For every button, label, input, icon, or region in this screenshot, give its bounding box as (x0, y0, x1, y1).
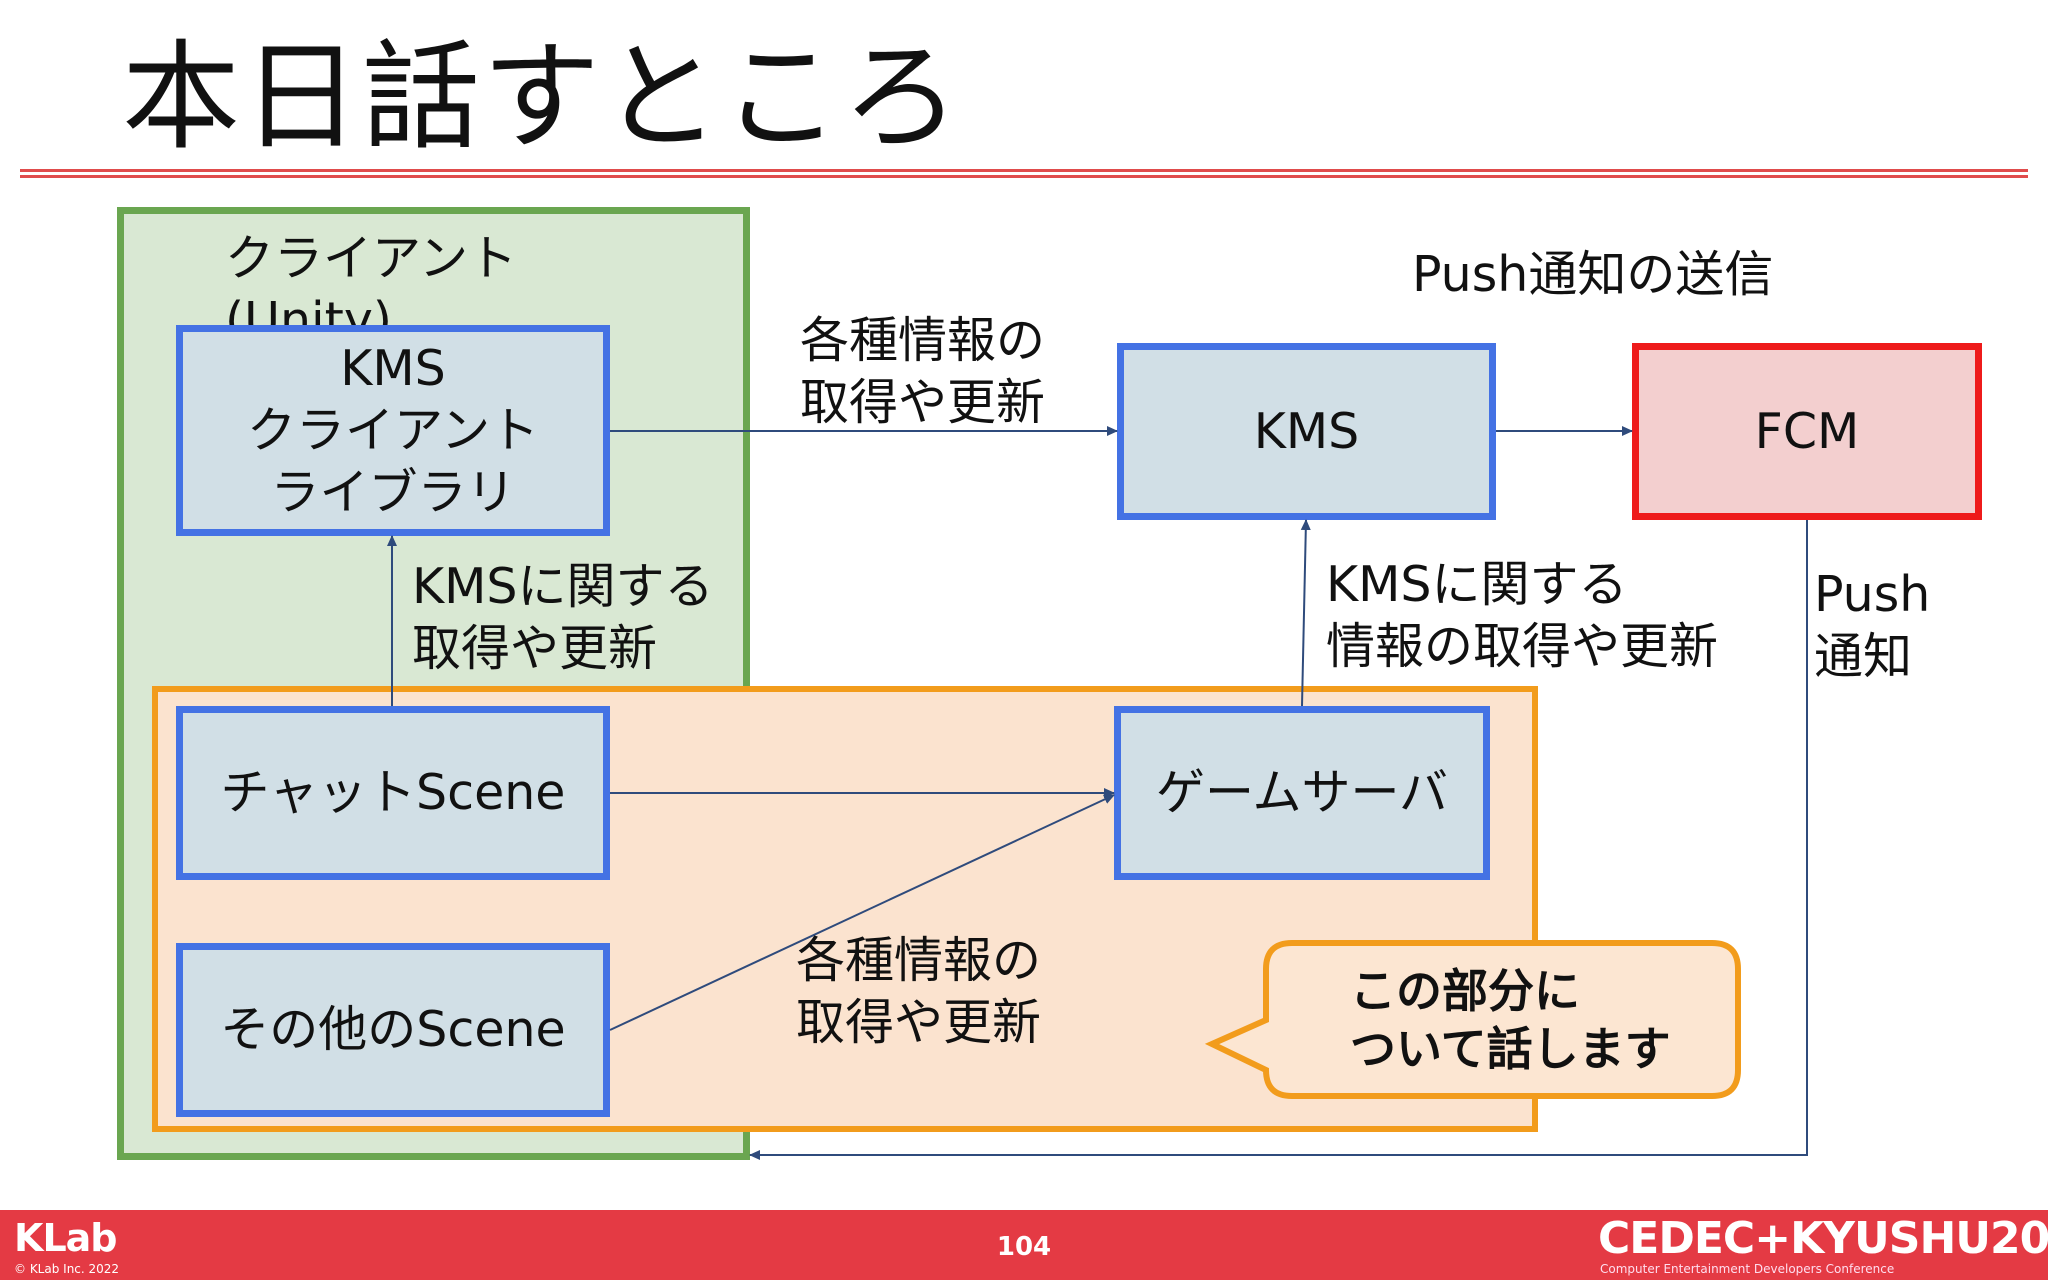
fcm-node: FCM (1632, 343, 1982, 520)
push-send-label: Push通知の送信 (1412, 246, 1774, 303)
fcm-push-label: Push 通知 (1814, 566, 1931, 685)
arrow-fcm-push-to-client (749, 520, 1808, 1160)
arrow-other-to-server (609, 794, 1115, 1031)
arrow-server-to-kms (1300, 519, 1311, 707)
klab-logo: KLab (14, 1216, 118, 1260)
callout-bubble (1204, 940, 1741, 1099)
chat-to-library-label: KMSに関する 取得や更新 (412, 558, 714, 677)
other-to-server-label: 各種情報の 取得や更新 (796, 932, 1042, 1051)
game-server-node: ゲームサーバ (1114, 706, 1490, 880)
other-scene-node: その他のScene (176, 943, 610, 1117)
title-rule-bottom (20, 175, 2028, 178)
cedec-subtitle: Computer Entertainment Developers Confer… (1600, 1262, 1895, 1276)
page-number: 104 (996, 1232, 1052, 1262)
callout-text: この部分に ついて話します (1350, 964, 1671, 1076)
title-rule-top (20, 169, 2028, 172)
library-to-kms-label: 各種情報の 取得や更新 (800, 312, 1046, 431)
cedec-kyushu-logo: CEDEC+KYUSHU2022 (1598, 1213, 2048, 1264)
kms-node: KMS (1117, 343, 1496, 520)
footer-bar (0, 1210, 2048, 1280)
chat-scene-node: チャットScene (176, 706, 610, 880)
slide-title: 本日話すところ (122, 28, 963, 166)
server-to-kms-label: KMSに関する 情報の取得や更新 (1326, 556, 1719, 675)
copyright-text: © KLab Inc. 2022 (14, 1262, 120, 1276)
kms-client-library-node: KMS クライアント ライブラリ (176, 325, 610, 536)
